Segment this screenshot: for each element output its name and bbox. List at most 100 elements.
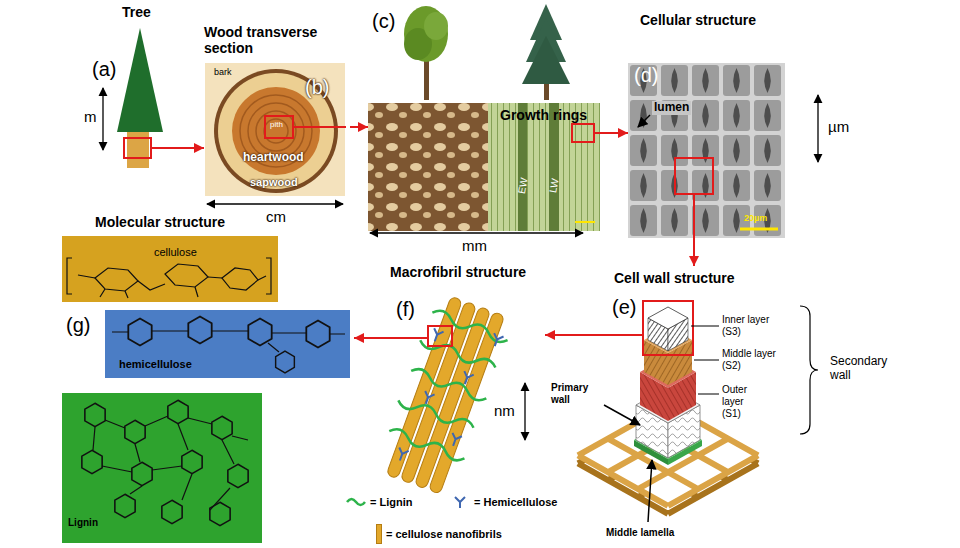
cell-wall-drawing-part — [648, 307, 688, 329]
molecule-drawings-part — [62, 393, 262, 543]
text-slot: Growth rings — [500, 107, 587, 123]
molecule-drawings-part — [85, 403, 105, 426]
text-slot: Cell wall structure — [614, 270, 735, 286]
panel-letter: (c) — [372, 10, 395, 33]
text-slot: Primary wall — [551, 382, 601, 406]
text-slot: heartwood — [243, 151, 304, 165]
cell-wall-drawing — [575, 301, 818, 522]
molecule-drawings-part — [78, 275, 266, 298]
molecule-box: hemicellulose — [105, 310, 350, 378]
hemicellulose-sample — [450, 495, 470, 509]
legend-text: = Hemicellulose — [474, 496, 557, 509]
molecule-drawings-part — [112, 331, 345, 352]
node-text: Growth rings — [500, 107, 587, 123]
lignin-sample — [346, 495, 366, 509]
dimension-label: cm — [266, 208, 286, 225]
molecule-drawings-part — [306, 321, 329, 348]
flow-arrow — [350, 126, 368, 128]
wood-section-panel: Wood transverse section — [204, 24, 350, 197]
node-text: cellulose — [154, 246, 197, 259]
part-label: pith — [270, 120, 283, 129]
molecule-drawings-part — [62, 236, 278, 302]
node-text: hemicellulose — [119, 358, 192, 371]
text-slot: Middle lamella — [606, 527, 674, 539]
text-slot: (g) — [66, 314, 90, 337]
macrofibril-drawing-part — [428, 326, 452, 346]
text-slot: pith — [270, 120, 283, 129]
text-slot: LW — [547, 180, 561, 192]
text-slot: lumen — [652, 101, 691, 115]
molecule-drawings-part — [115, 494, 135, 517]
part-label: Middle layer (S2) — [722, 348, 780, 372]
molecule-drawings-part — [188, 317, 211, 344]
wood-micrograph-part — [368, 103, 488, 231]
wood-section-photo-part — [240, 95, 312, 167]
tree-icon-part — [151, 147, 168, 149]
molecule-drawings-part — [67, 258, 271, 294]
molecule-group: Molecular structure cellulose hemicellulos… — [56, 210, 354, 546]
text-slot: hemicellulose — [119, 358, 192, 371]
cell-micrograph — [628, 63, 818, 239]
text-slot: Outer layer (S1) — [722, 384, 762, 420]
text-slot: (c) — [372, 10, 395, 33]
wood-micrograph-part — [404, 6, 448, 62]
dimension-label: mm — [462, 237, 487, 254]
cell-micrograph-part — [693, 194, 695, 239]
text-slot: Cellular structure — [640, 12, 756, 28]
text-slot: (d) — [634, 64, 658, 87]
cell-wall-drawing-part — [604, 405, 640, 425]
text-slot: nm — [494, 402, 515, 419]
cell-wall-drawing-part — [643, 301, 693, 355]
macrofibril-drawing-part-part — [421, 391, 435, 406]
node-text: Molecular structure — [95, 214, 225, 230]
panel-letter: (d) — [634, 64, 658, 87]
legend-text: = Lignin — [370, 496, 412, 509]
panel-letter: (e) — [612, 296, 636, 319]
dimension-label: µm — [828, 118, 849, 135]
macrofibril-drawing-part-part — [448, 433, 462, 448]
cell-wall-drawing-part — [575, 334, 643, 336]
text-slot: Wood transverse section — [204, 24, 346, 56]
legend-item: = Lignin — [346, 495, 412, 509]
molecule-drawings-part — [105, 310, 350, 378]
node-text: Lignin — [68, 517, 98, 529]
text-slot: sapwood — [250, 176, 298, 189]
node-text: Tree — [122, 4, 151, 20]
part-label: Inner layer (S3) — [722, 314, 780, 338]
text-slot: (f) — [396, 298, 415, 321]
bracket-label: Secondary wall — [830, 354, 902, 382]
macrofibril-drawing-part-part — [490, 333, 504, 348]
wood-micrograph-part — [575, 221, 595, 223]
wood-section-photo-part — [256, 111, 296, 151]
macrofibril-drawing-part — [373, 291, 515, 498]
text-slot: bark — [214, 67, 232, 77]
molecule-drawings — [62, 236, 350, 543]
molecule-drawings-part — [93, 416, 248, 510]
part-label: bark — [214, 67, 232, 77]
flow-arrow — [168, 147, 204, 149]
text-slot: cellulose — [154, 246, 197, 259]
part-label: heartwood — [243, 151, 304, 165]
molecule-drawings-part — [276, 351, 295, 373]
macrofibril-drawing-part-part — [430, 328, 444, 343]
cell-wall-drawing-part — [694, 360, 719, 361]
cell-micrograph-part — [817, 95, 818, 162]
wood-micrograph — [368, 4, 600, 233]
molecule-drawings-part — [222, 268, 258, 290]
macrofibril-drawing-part-part — [419, 336, 498, 373]
text-slot: Middle layer (S2) — [722, 348, 780, 372]
node-text: Macrofibril structure — [390, 264, 526, 280]
legend-sample-line — [455, 497, 465, 508]
text-slot: Tree — [122, 4, 151, 20]
cell-wall-panel: Cell wall structure — [575, 266, 805, 546]
legend-item: = cellulose nanofibrils — [376, 524, 502, 544]
text-slot: Inner layer (S3) — [722, 314, 780, 338]
macrofibril-panel: Macrofibril structure — [385, 258, 545, 508]
legend-item: = Hemicellulose — [450, 495, 557, 509]
flow-arrow — [545, 334, 575, 336]
text-slot: Secondary wall — [830, 354, 902, 382]
part-label: lumen — [652, 101, 691, 115]
scale-label: 20µm — [744, 213, 767, 223]
part-label: Outer layer (S1) — [722, 384, 762, 420]
